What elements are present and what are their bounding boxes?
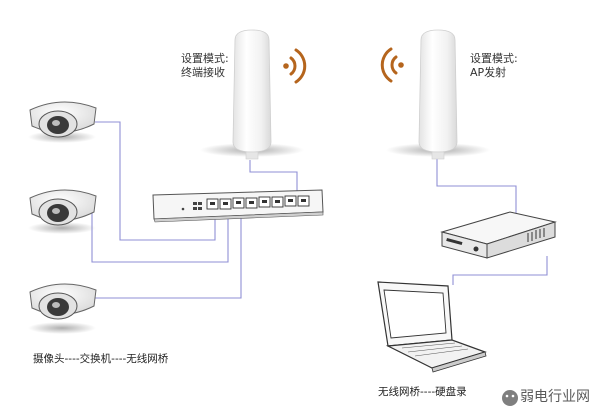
watermark-text: 弱电行业网 (520, 389, 590, 405)
right-bridge-mode-value: AP发射 (470, 66, 507, 79)
line-camera3-switch (94, 216, 242, 299)
wireless-bridge-left (200, 29, 304, 160)
line-recorder-laptop (452, 256, 548, 285)
line-camera2-switch (91, 210, 229, 263)
right-bridge-mode-label: 设置模式: AP发射 (470, 52, 518, 80)
wechat-logo-icon (502, 390, 518, 406)
dome-camera-1 (28, 101, 97, 143)
line-switch-bridge (249, 160, 298, 196)
right-bridge-mode-title: 设置模式: (470, 52, 518, 65)
network-switch (152, 189, 324, 223)
connection-lines (91, 121, 548, 299)
wireless-bridge-right (386, 29, 490, 160)
line-camera1-switch (95, 121, 216, 241)
left-bridge-mode-value: 终端接收 (181, 66, 225, 79)
hard-disk-recorder (440, 211, 557, 259)
laptop (377, 281, 487, 373)
dome-camera-3 (28, 283, 97, 334)
wifi-signal-left-icon (380, 47, 404, 83)
dome-camera-2 (28, 189, 97, 234)
caption-camera-switch-bridge: 摄像头----交换机----无线网桥 (33, 353, 169, 365)
wifi-signal-right-icon (283, 48, 307, 84)
caption-bridge-recorder: 无线网桥----硬盘录 (378, 386, 467, 398)
line-bridge-recorder (436, 158, 517, 215)
left-bridge-mode-label: 设置模式: 终端接收 (181, 52, 229, 80)
left-bridge-mode-title: 设置模式: (181, 52, 229, 65)
